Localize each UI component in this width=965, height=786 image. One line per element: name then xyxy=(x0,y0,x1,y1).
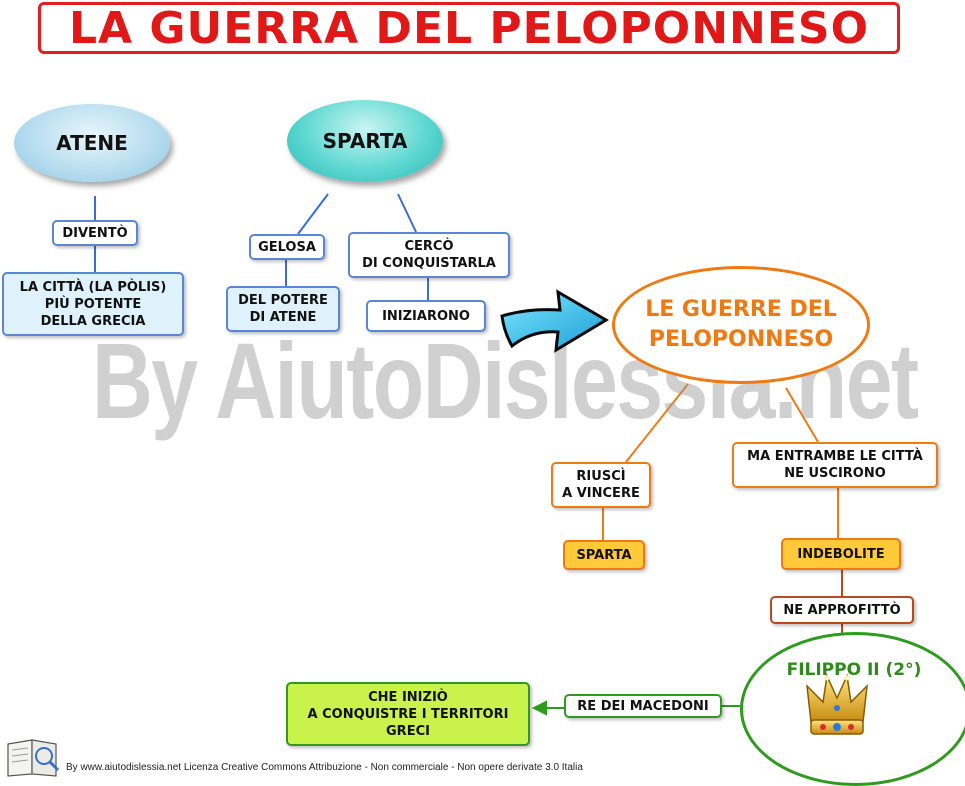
node-indebolite: INDEBOLITE xyxy=(781,538,901,570)
cerco-line-1: CERCÒ xyxy=(404,239,454,254)
node-riusci-vincere: RIUSCÌ A VINCERE xyxy=(551,462,651,508)
riusci-line-1: RIUSCÌ xyxy=(576,469,626,484)
cerco-line-2: DI CONQUISTARLA xyxy=(362,256,496,271)
node-approfitto: NE APPROFITTÒ xyxy=(770,596,914,624)
book-logo-icon xyxy=(7,739,60,777)
footer-license: By www.aiutodislessia.net Licenza Creati… xyxy=(66,762,583,773)
entrambe-line-2: NE USCIRONO xyxy=(784,466,886,481)
entrambe-line-1: MA ENTRAMBE LE CITTÀ xyxy=(747,449,923,464)
riusci-line-2: A VINCERE xyxy=(562,486,640,501)
node-iniziarono: INIZIARONO xyxy=(366,300,486,332)
guerre-line-1: LE GUERRE DEL xyxy=(645,297,837,322)
line-guerre-riusci xyxy=(625,383,689,463)
node-inizio-conquiste: CHE INIZIÒ A CONQUISTRE I TERRITORI GREC… xyxy=(286,682,530,746)
inizio-line-1: CHE INIZIÒ xyxy=(368,689,448,705)
line-sparta-gelosa xyxy=(297,193,329,235)
node-citta-potente: LA CITTÀ (LA PÒLIS) PIÙ POTENTE DELLA GR… xyxy=(2,272,184,336)
citta-line-3: DELLA GRECIA xyxy=(40,313,146,329)
inizio-line-3: GRECI xyxy=(386,723,430,739)
cyan-arrow-icon xyxy=(500,289,609,353)
potere-line-2: DI ATENE xyxy=(249,310,317,325)
line-sparta-cerco xyxy=(397,193,417,233)
node-gelosa: GELOSA xyxy=(249,234,325,260)
node-filippo: FILIPPO II (2°) xyxy=(786,660,922,680)
node-atene: ATENE xyxy=(14,104,170,182)
inizio-line-2: A CONQUISTRE I TERRITORI xyxy=(307,706,509,722)
node-cerco-conquistarla: CERCÒ DI CONQUISTARLA xyxy=(348,232,510,278)
node-entrambe-uscirono: MA ENTRAMBE LE CITTÀ NE USCIRONO xyxy=(732,442,938,488)
crown-icon xyxy=(806,673,868,735)
node-sparta: SPARTA xyxy=(287,100,443,182)
line-guerre-entrambe xyxy=(785,387,819,443)
guerre-line-2: PELOPONNESO xyxy=(648,327,834,352)
node-potere-atene: DEL POTERE DI ATENE xyxy=(226,286,340,332)
node-re-macedoni: RE DEI MACEDONI xyxy=(564,694,722,718)
node-guerre-peloponneso: LE GUERRE DEL PELOPONNESO xyxy=(612,266,870,384)
page-title: LA GUERRA DEL PELOPONNESO xyxy=(38,2,900,54)
citta-line-2: PIÙ POTENTE xyxy=(44,296,142,312)
potere-line-1: DEL POTERE xyxy=(238,293,328,308)
citta-line-1: LA CITTÀ (LA PÒLIS) xyxy=(19,279,167,295)
arrowhead-inizio xyxy=(531,700,547,716)
node-divento: DIVENTÒ xyxy=(52,220,138,246)
node-sparta-result: SPARTA xyxy=(563,540,645,570)
